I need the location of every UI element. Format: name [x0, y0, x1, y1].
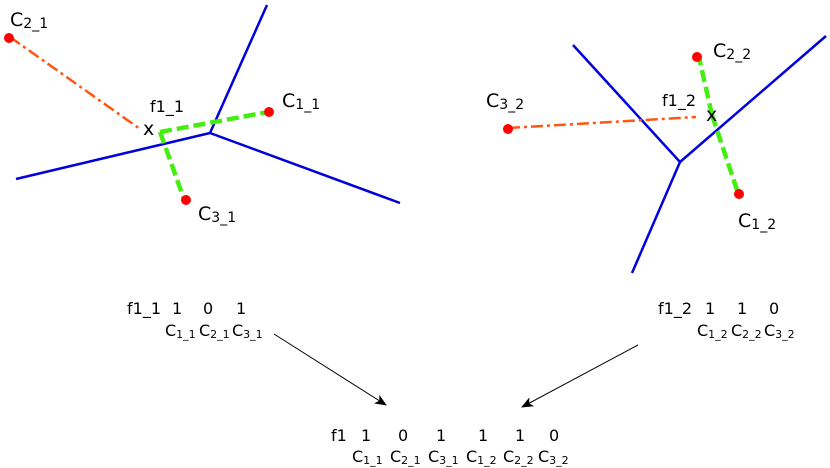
code-label: f1	[331, 426, 347, 445]
centroid-label-1-1: C1_1	[282, 90, 320, 113]
centroid-label-3-2: C3_2	[486, 90, 524, 113]
code-bit: 1	[705, 299, 715, 318]
code-bit: 0	[398, 426, 408, 445]
code-bit: 1	[737, 299, 747, 318]
code-column-label: C2_1	[199, 321, 230, 341]
feature-label: f1_2	[662, 91, 696, 111]
voronoi-edge	[209, 131, 401, 205]
near-distance-line	[157, 131, 187, 200]
code-column-label: C3_2	[538, 447, 569, 467]
voronoi-edge	[630, 161, 682, 274]
code-bit: 1	[236, 299, 246, 318]
near-distance-line	[696, 56, 715, 116]
code-bit: 1	[515, 426, 525, 445]
left-panel: x f1_1 C2_1 C1_1 C3_1	[4, 4, 401, 226]
left-code-block: f1_1 1 0 1 C1_1 C2_1 C3_1	[127, 299, 263, 341]
code-column-label: C3_1	[428, 447, 459, 467]
centroid-point	[734, 189, 744, 199]
near-distance-line	[709, 114, 741, 194]
centroid-label-2-1: C2_1	[10, 9, 48, 32]
code-bit: 1	[172, 299, 182, 318]
code-column-label: C2_2	[503, 447, 534, 467]
merge-arrow-left	[273, 333, 387, 406]
voronoi-edge	[679, 35, 827, 163]
voronoi-edge	[572, 44, 681, 163]
right-panel: x f1_2 C2_2 C3_2 C1_2	[486, 35, 827, 274]
voronoi-edge	[15, 131, 211, 181]
merge-arrow-right	[521, 344, 639, 408]
code-column-label: C3_1	[232, 321, 263, 341]
voronoi-edge	[208, 4, 269, 134]
feature-label: f1_1	[150, 97, 184, 117]
near-distance-line	[159, 109, 269, 135]
feature-marker: x	[143, 118, 154, 140]
code-bit: 1	[478, 426, 488, 445]
centroid-point	[181, 195, 191, 205]
centroid-point	[4, 33, 14, 43]
code-column-label: C3_2	[764, 321, 795, 341]
code-column-label: C1_2	[697, 321, 728, 341]
code-bit: 0	[549, 426, 559, 445]
code-column-label: C1_1	[352, 447, 383, 467]
combined-code-block: f1 1 0 1 1 1 0 C1_1 C2_1 C3_1 C1_2 C2_2 …	[331, 426, 569, 467]
feature-marker: x	[706, 104, 717, 126]
code-column-label: C1_2	[466, 447, 497, 467]
centroid-point	[264, 107, 274, 117]
right-code-block: f1_2 1 1 0 C1_2 C2_2 C3_2	[658, 299, 795, 341]
centroid-label-3-1: C3_1	[198, 203, 236, 226]
code-label: f1_1	[127, 299, 161, 319]
centroid-point	[692, 52, 702, 62]
far-distance-line	[507, 115, 697, 130]
code-column-label: C2_1	[390, 447, 421, 467]
far-distance-line	[9, 35, 141, 131]
code-column-label: C1_1	[165, 321, 196, 341]
code-bit: 0	[769, 299, 779, 318]
centroid-point	[503, 124, 513, 134]
code-bit: 1	[436, 426, 446, 445]
code-column-label: C2_2	[731, 321, 762, 341]
centroid-label-2-2: C2_2	[713, 40, 751, 63]
code-bit: 0	[203, 299, 213, 318]
centroid-label-1-2: C1_2	[738, 210, 776, 233]
code-label: f1_2	[658, 299, 692, 319]
code-bit: 1	[361, 426, 371, 445]
